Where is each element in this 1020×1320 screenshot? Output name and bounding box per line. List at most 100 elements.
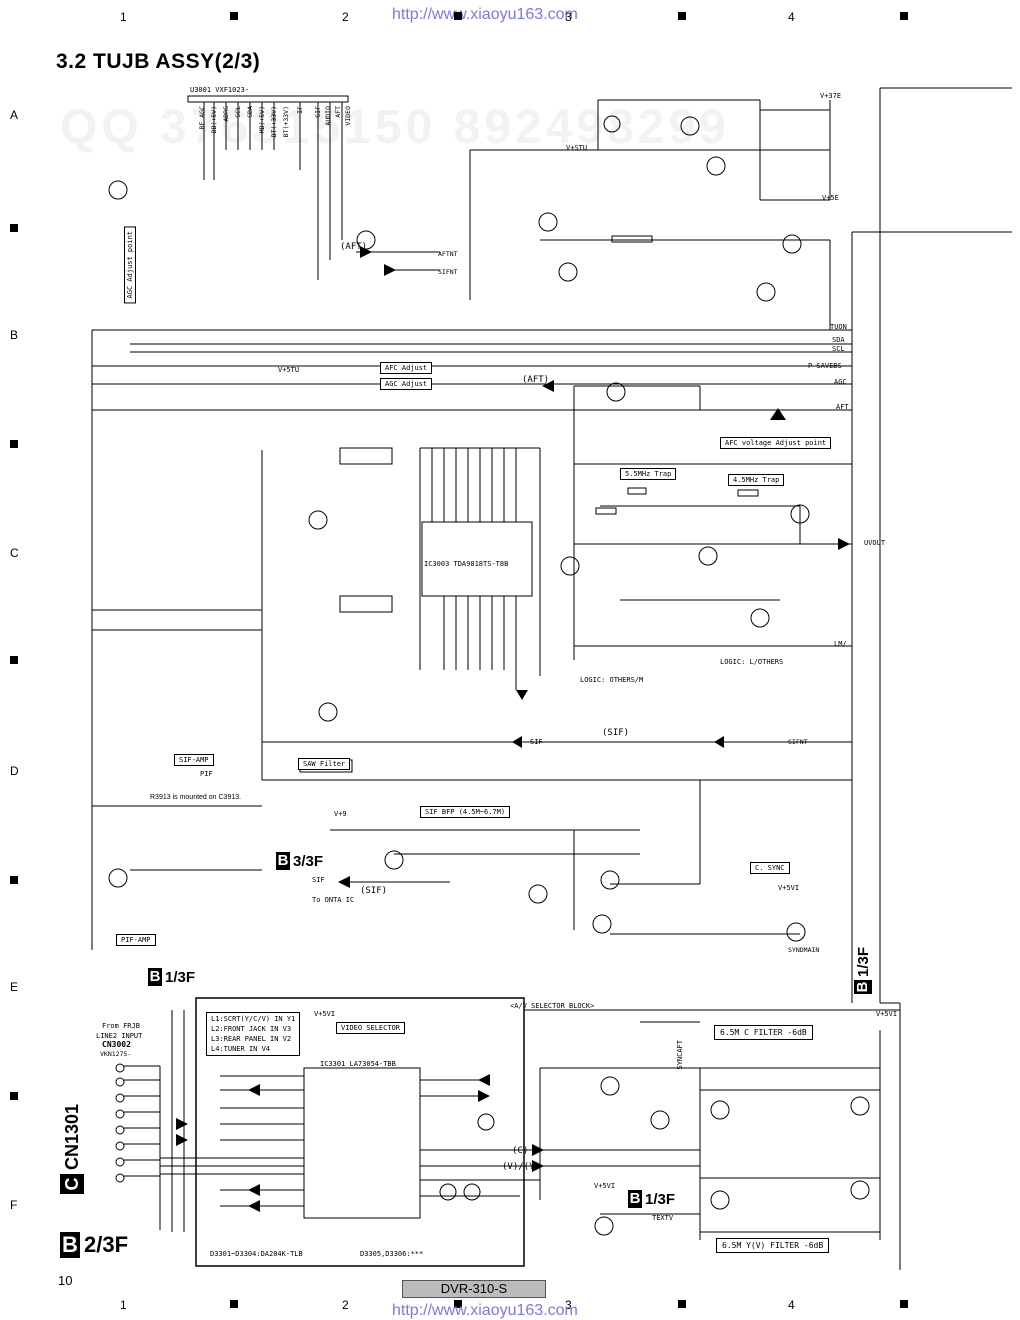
label-v5tu: V+5TU <box>278 366 300 374</box>
ruler-mark <box>454 12 462 20</box>
label-uvout-top: UVOUT <box>864 539 886 547</box>
row-a: A <box>10 108 19 122</box>
ref-text: 1/3F <box>854 946 872 977</box>
tuner-pin-sda: SDA <box>246 106 254 118</box>
label-logic-others-m: LOGIC: OTHERS/M <box>580 676 644 684</box>
label-psavebs: P SAVEBS <box>808 362 842 370</box>
ruler-mark <box>678 1300 686 1308</box>
ref-text: 3/3F <box>293 852 324 870</box>
label-ic3301: IC3301 LA73054-TBB <box>320 1060 396 1068</box>
col-3-bottom: 3 <box>565 1298 572 1312</box>
header-url[interactable]: http://www.xiaoyu163.com <box>392 6 578 23</box>
label-scl: SCL <box>832 345 845 353</box>
footer-url[interactable]: http://www.xiaoyu163.com <box>392 1302 578 1319</box>
label-sda: SDA <box>832 336 845 344</box>
row-b: B <box>10 328 19 342</box>
ref-text: 2/3F <box>84 1232 129 1257</box>
tuner-pin-bt1: BT(+33V) <box>270 106 278 138</box>
tuner-pin-if: IF <box>296 106 304 114</box>
ruler-mark <box>10 876 18 884</box>
col-4-bottom: 4 <box>788 1298 795 1312</box>
ref-b-1-3f-bottom[interactable]: B 1/3F <box>628 1190 675 1208</box>
label-pif: PIF <box>200 770 213 778</box>
label-sifnt-top: SIFNT <box>438 268 458 276</box>
cn3002-part: VKN1275- <box>100 1050 132 1058</box>
col-1-bottom: 1 <box>120 1298 127 1312</box>
trap-45-box: 4.5MHz Trap <box>728 474 785 486</box>
label-syndmain: SYNDMAIN <box>788 946 820 954</box>
label-logic-others: LOGIC: L/OTHERS <box>720 658 784 666</box>
label-v9: V+9 <box>334 810 347 818</box>
label-v5e: V+5E <box>822 194 839 202</box>
legend-line-2: L2:FRONT JACK IN V3 <box>211 1025 292 1033</box>
video-selector-box: VIDEO SELECTOR <box>336 1022 406 1034</box>
col-2-bottom: 2 <box>342 1298 349 1312</box>
tuner-pin-scl: SCL <box>234 106 242 118</box>
tuner-pin-video: VIDEO <box>344 106 352 126</box>
model-label: DVR-310-S <box>402 1280 546 1298</box>
label-vy: (V)/(Y) <box>502 1162 540 1172</box>
label-v5vi-mid: V+5VI <box>778 884 800 892</box>
legend-line-4: L4:TUNER IN V4 <box>211 1045 271 1053</box>
ruler-mark <box>230 12 238 20</box>
tuner-pin-adrs: ADRS <box>222 106 230 122</box>
ruler-mark <box>10 1092 18 1100</box>
label-aft-mid: (AFT) <box>522 375 550 385</box>
label-to-onta: To ONTA IC <box>312 896 355 904</box>
row-d: D <box>10 764 19 778</box>
label-sifnt-mid: SIFNT <box>788 738 808 746</box>
ruler-mark <box>900 12 908 20</box>
tuner-pin-rfagc: RF AGC <box>198 106 206 130</box>
tuner-pin-bt2: BT(+33V) <box>282 106 290 138</box>
ref-b-1-3f-right[interactable]: B 1/3F <box>854 947 872 994</box>
ref-text: 1/3F <box>645 1190 676 1208</box>
label-c: (C) <box>512 1146 529 1156</box>
legend-box: L1:SCRT(Y/C/V) IN Y1 L2:FRONT JACK IN V3… <box>206 1012 301 1056</box>
c-filter-box: 6.5M C FILTER -6dB <box>714 1025 813 1040</box>
col-4-top: 4 <box>788 10 795 24</box>
label-v5vi-right: V+5VI <box>876 1010 898 1018</box>
cn3002-line: LINE2 INPUT <box>96 1032 143 1040</box>
page-title: 3.2 TUJB ASSY(2/3) <box>56 50 261 73</box>
c-sync-box: C. SYNC <box>750 862 790 874</box>
ref-letter: B <box>628 1190 642 1208</box>
row-e: E <box>10 980 19 994</box>
ruler-mark <box>10 440 18 448</box>
label-ic3003: IC3003 TDA9818TS-T8B <box>424 560 509 568</box>
tuner-pin-bb: BB(+5V) <box>210 106 218 134</box>
ref-c-cn1301[interactable]: C CN1301 <box>60 1104 84 1194</box>
label-aftnt: AFTNT <box>438 250 458 258</box>
label-v5vi-left: V+5VI <box>594 1182 616 1190</box>
trap-55-box: 5.5MHz Trap <box>620 468 677 480</box>
ruler-mark <box>900 1300 908 1308</box>
afc-voltage-adjust-box: AFC voltage Adjust point <box>720 437 832 449</box>
tuner-pin-mb: MB(+5V) <box>258 106 266 134</box>
watermark: QQ 376315150 892498299 <box>60 101 730 154</box>
ref-b-3-3f[interactable]: B 3/3F <box>276 852 323 870</box>
pif-amp-box: PIF-AMP <box>116 934 156 946</box>
ref-text: 1/3F <box>165 968 196 986</box>
agc-adjust-point: AGC Adjust point <box>124 226 136 304</box>
ruler-mark <box>10 656 18 664</box>
page-number: 10 <box>58 1273 73 1288</box>
label-syncaft: SYNCAFT <box>676 1040 684 1070</box>
label-lm: LM/ <box>834 640 847 648</box>
row-f: F <box>10 1198 18 1212</box>
ruler-mark <box>678 12 686 20</box>
col-3-top: 3 <box>565 10 572 24</box>
saw-filter-box: SAW Filter <box>298 758 351 770</box>
r3913-note: R3913 is mounted on C3913. <box>150 794 242 801</box>
label-v37e: V+37E <box>820 92 842 100</box>
ref-b-2-3f[interactable]: B 2/3F <box>60 1232 128 1258</box>
ref-letter: B <box>60 1232 80 1258</box>
ref-text: CN1301 <box>61 1103 82 1170</box>
tuner-pin-audio: AUDIO <box>324 106 332 126</box>
label-textv: TEXTV <box>652 1214 674 1222</box>
ref-b-1-3f-top[interactable]: B 1/3F <box>148 968 195 986</box>
row-c: C <box>10 546 19 560</box>
ruler-mark <box>454 1300 462 1308</box>
diode-note-2: D3305,D3306:*** <box>360 1250 424 1258</box>
label-aft-out: AFT <box>836 403 849 411</box>
label-agc: AGC <box>834 378 847 386</box>
